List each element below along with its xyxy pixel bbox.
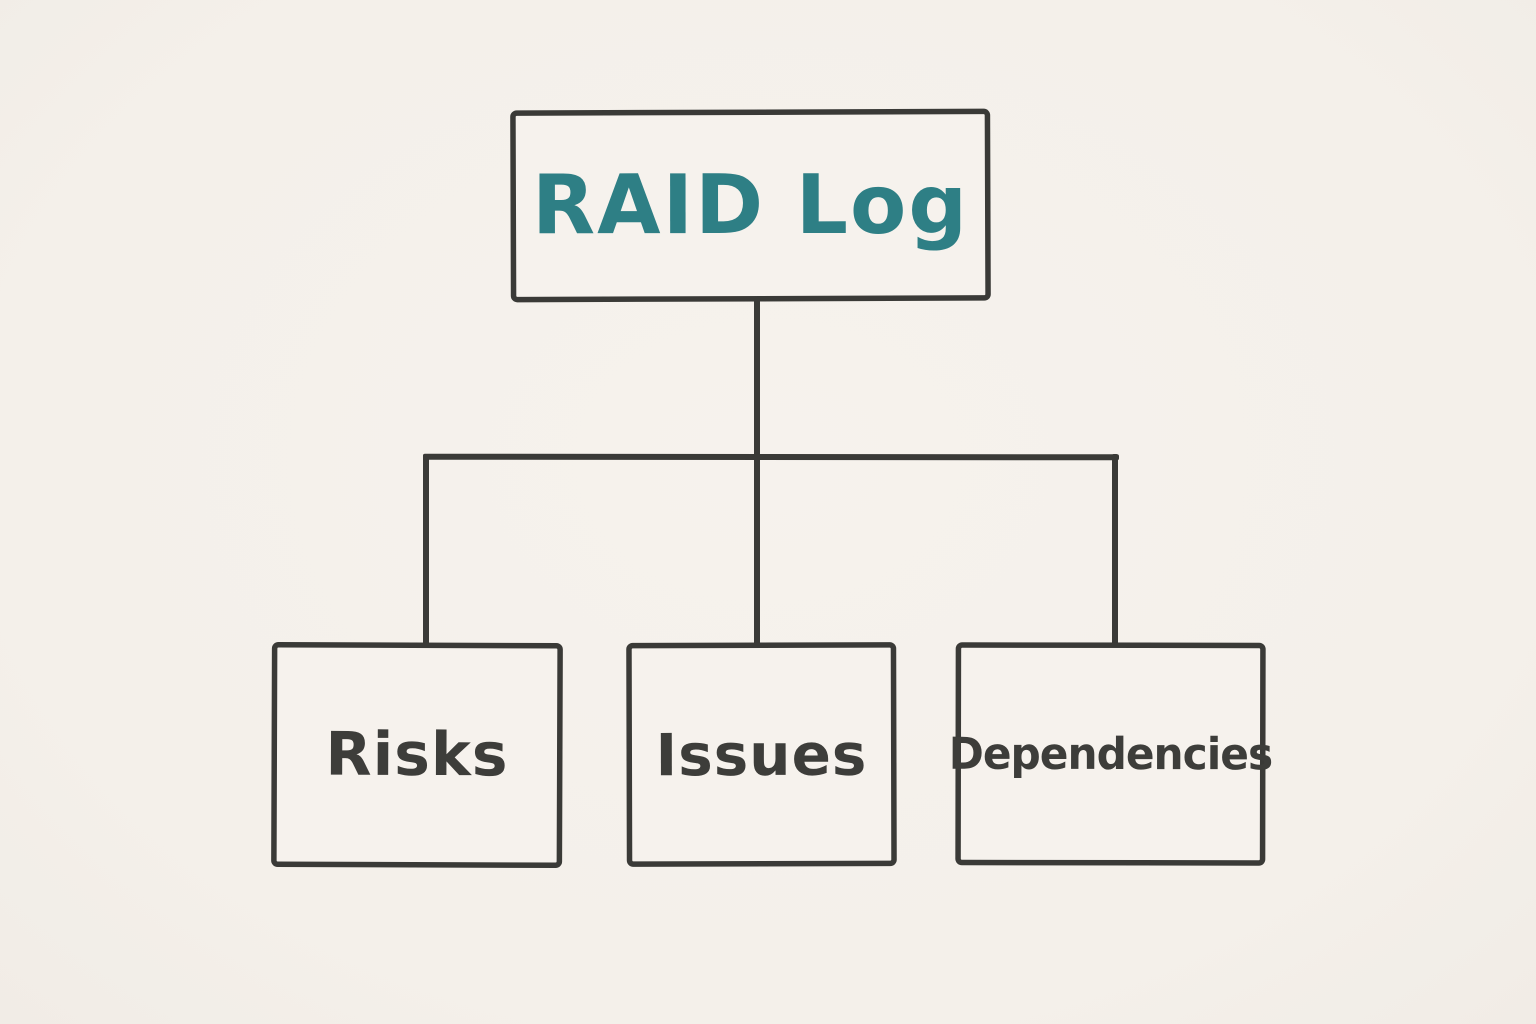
dependencies-node: Dependencies	[949, 642, 1272, 866]
risks-label: Risks	[325, 719, 509, 791]
connector-drop-risks	[423, 454, 429, 646]
issues-label: Issues	[655, 720, 868, 789]
connector-stem	[754, 298, 760, 458]
issues-node: Issues	[626, 642, 897, 867]
connector-horizontal	[422, 453, 1120, 461]
raid-log-label: RAID Log	[531, 157, 970, 254]
dependencies-label: Dependencies	[948, 728, 1273, 780]
connector-drop-issues	[754, 454, 760, 646]
connector-drop-dependencies	[1112, 454, 1118, 646]
raid-log-node: RAID Log	[510, 109, 991, 302]
risks-node: Risks	[271, 642, 563, 868]
